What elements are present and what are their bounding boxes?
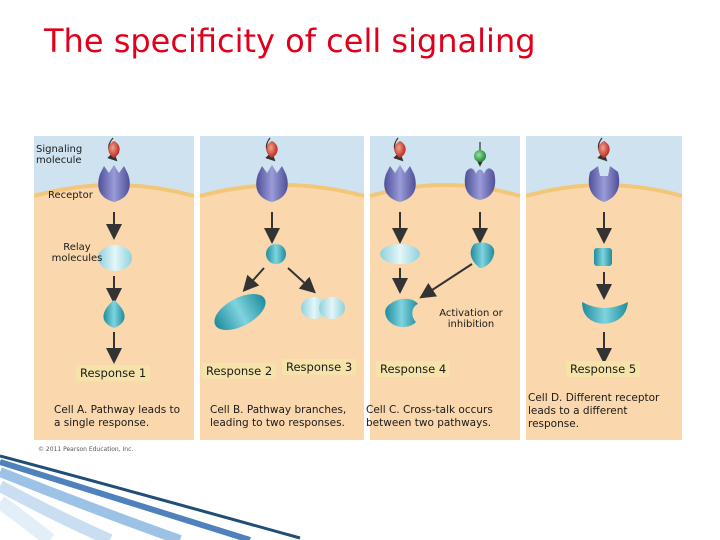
response-2-label: Response 2 bbox=[202, 363, 277, 379]
relay-molecule-b-right-1 bbox=[301, 297, 327, 319]
relay-molecule-c2 bbox=[470, 242, 495, 268]
label-activation: Activation or inhibition bbox=[439, 308, 503, 330]
signaling-molecule-d bbox=[598, 141, 610, 158]
label-receptor: Receptor bbox=[48, 190, 93, 201]
relay-molecule-b-left bbox=[214, 293, 266, 331]
cell-c-pathway bbox=[380, 137, 496, 328]
decorative-swoosh bbox=[0, 454, 301, 540]
cell-b-pathway bbox=[214, 137, 345, 331]
caption-cell-c: Cell C. Cross-talk occurs between two pa… bbox=[366, 404, 493, 429]
caption-cell-b: Cell B. Pathway branches, leading to two… bbox=[210, 404, 347, 429]
signaling-molecule-b bbox=[266, 141, 278, 158]
receptor-b bbox=[256, 165, 288, 202]
caption-cell-a: Cell A. Pathway leads to a single respon… bbox=[54, 404, 181, 429]
figure-canvas bbox=[34, 136, 682, 440]
response-4-label: Response 4 bbox=[376, 361, 451, 377]
slide-title: The specificity of cell signaling bbox=[44, 22, 536, 60]
label-relay-molecules: Relay molecules bbox=[51, 242, 103, 264]
response-1-label: Response 1 bbox=[76, 365, 151, 381]
label-signaling-molecule: Signaling molecule bbox=[36, 144, 83, 166]
relay-molecule-b bbox=[266, 244, 286, 264]
cell-d-pathway bbox=[582, 137, 628, 364]
caption-cell-d: Cell D. Different receptor leads to a di… bbox=[528, 392, 660, 430]
relay-molecule-b-right-2 bbox=[319, 297, 345, 319]
signaling-molecule-c bbox=[394, 141, 406, 158]
relay-molecule-c3 bbox=[385, 298, 418, 328]
relay-molecule-c1 bbox=[380, 244, 420, 264]
relay-molecule-a bbox=[98, 245, 132, 271]
receptor-d bbox=[588, 166, 620, 202]
receptor-a bbox=[98, 165, 130, 202]
receptor-c1 bbox=[384, 165, 416, 202]
relay-molecule-a2 bbox=[103, 300, 125, 328]
copyright-notice: © 2011 Pearson Education, Inc. bbox=[38, 446, 134, 453]
receptor-c2 bbox=[464, 168, 496, 200]
signaling-figure: Signaling molecule Receptor Relay molecu… bbox=[34, 136, 682, 458]
response-5-label: Response 5 bbox=[566, 361, 641, 377]
cell-a-pathway bbox=[98, 137, 132, 364]
signaling-molecule-a bbox=[108, 141, 120, 158]
relay-molecule-d2 bbox=[582, 302, 628, 324]
signaling-molecule-c-green bbox=[474, 150, 486, 162]
response-3-label: Response 3 bbox=[282, 359, 357, 375]
relay-molecule-d bbox=[594, 248, 612, 266]
